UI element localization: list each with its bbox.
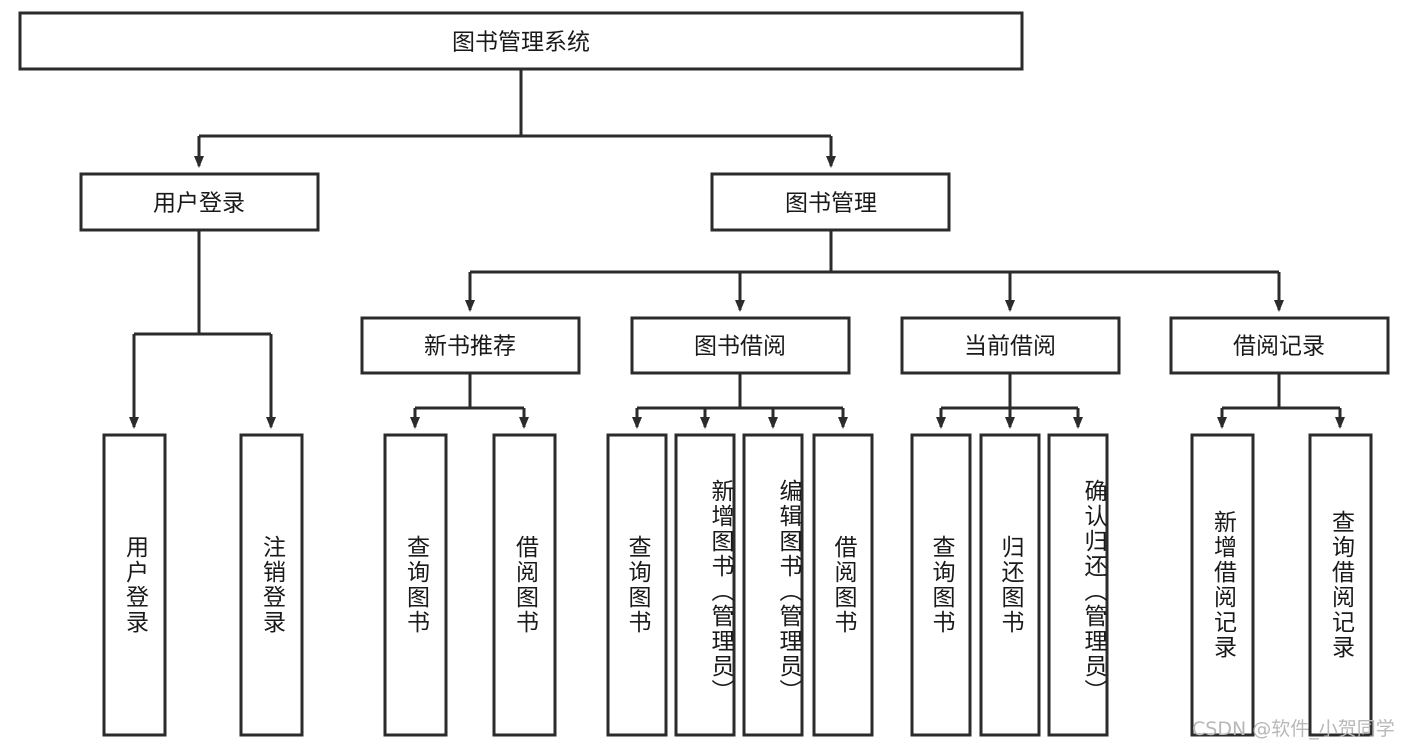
node-book-manage[interactable] [710,172,951,232]
node-book-manage-label: 图书管理 [785,191,877,217]
leaf-box-query-book-2[interactable] [606,433,668,737]
leaf-box-logout-login[interactable] [239,433,304,737]
leaf-box-borrow-book-2[interactable] [812,433,874,737]
node-root-book-management-system[interactable] [18,11,1024,71]
leaf-box-query-book-3[interactable] [910,433,972,737]
node-current-borrow-label: 当前借阅 [964,334,1056,360]
leaf-box-add-record[interactable] [1190,433,1255,737]
leaf-box-borrow-book-1[interactable] [492,433,557,737]
node-root-label: 图书管理系统 [452,30,590,56]
leaf-box-return-book[interactable] [979,433,1041,737]
leaf-box-user-login[interactable] [102,433,167,737]
node-new-book-recommend[interactable] [360,316,581,375]
node-borrow-record[interactable] [1169,316,1390,375]
node-current-borrow[interactable] [900,316,1121,375]
leaf-box-query-book-1[interactable] [383,433,448,737]
leaf-box-query-record[interactable] [1308,433,1373,737]
node-borrow-record-label: 借阅记录 [1233,334,1325,360]
node-user-login-label: 用户登录 [153,191,245,217]
csdn-watermark: CSDN @软件_小贺同学 [1192,718,1395,740]
leaf-box-add-book[interactable] [674,433,736,737]
node-new-book-recommend-label: 新书推荐 [424,334,516,360]
leaf-box-edit-book[interactable] [742,433,804,737]
leaf-box-confirm-return[interactable] [1047,433,1109,737]
node-book-borrow[interactable] [630,316,851,375]
node-book-borrow-label: 图书借阅 [694,334,786,360]
